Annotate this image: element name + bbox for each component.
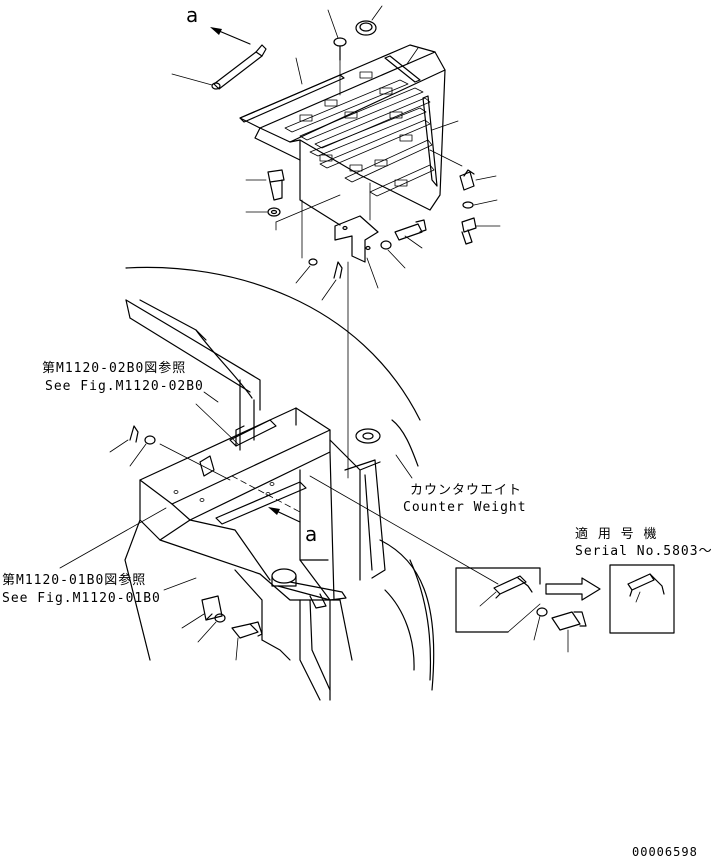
bolt-left [245,169,285,201]
lower-frame [124,519,353,701]
washer-lower [197,613,226,643]
drawing-number: 00006598 [632,845,698,859]
washer-right [462,199,498,209]
step-plate [239,44,446,226]
vertical-posts [239,379,386,601]
side-strip [384,47,421,83]
washer-left [245,194,341,231]
counterweight-label-en: Counter Weight [403,500,527,515]
serial-label-jp: 適 用 号 機 [575,526,657,542]
main-beam [139,407,341,601]
bolt-lower [231,621,263,661]
washer-detail [533,607,548,641]
change-arrow [545,577,601,601]
view-arrow-top [210,27,251,45]
cotter-pin [321,261,343,301]
bolt-detail [551,611,587,653]
vertical-rail [422,95,459,187]
washer-small [295,199,318,284]
counterweight-label-jp: カウンタウエイト [410,483,522,498]
rubber-cap [355,5,383,36]
washer-bracket [380,240,406,269]
cover-strip [239,57,345,123]
detail-before [309,475,541,633]
counterweight-outline [125,266,435,691]
lever-handle [271,568,347,609]
cotter-pin-beam [109,425,139,453]
mounting-bracket [334,182,379,289]
detail-after [609,564,675,634]
view-arrow-bottom [268,507,301,523]
ref-label-jp-1: 第M1120-02B0図参照 [42,360,186,376]
ref-leader-1 [195,391,239,445]
serial-label-en: Serial No.5803～ [575,544,713,559]
washer-beam [129,435,231,481]
knob-bolt [327,9,347,96]
ref-label-en-1: See Fig.M1120-02B0 [45,379,204,394]
view-marker-a-bottom: a [305,522,317,546]
ref-leader-2 [59,507,197,591]
bolt-right [461,217,501,245]
lower-bracket [181,595,223,629]
view-marker-a-top: a [186,3,198,27]
clip-nut [429,149,497,191]
upper-frame [125,299,261,411]
l-shaped-pin [171,44,267,90]
bolt-bracket [394,219,427,249]
ref-label-en-2: See Fig.M1120-01B0 [2,591,161,606]
ref-label-jp-2: 第M1120-01B0図参照 [2,572,146,588]
dashed-pin-axis [231,475,301,513]
